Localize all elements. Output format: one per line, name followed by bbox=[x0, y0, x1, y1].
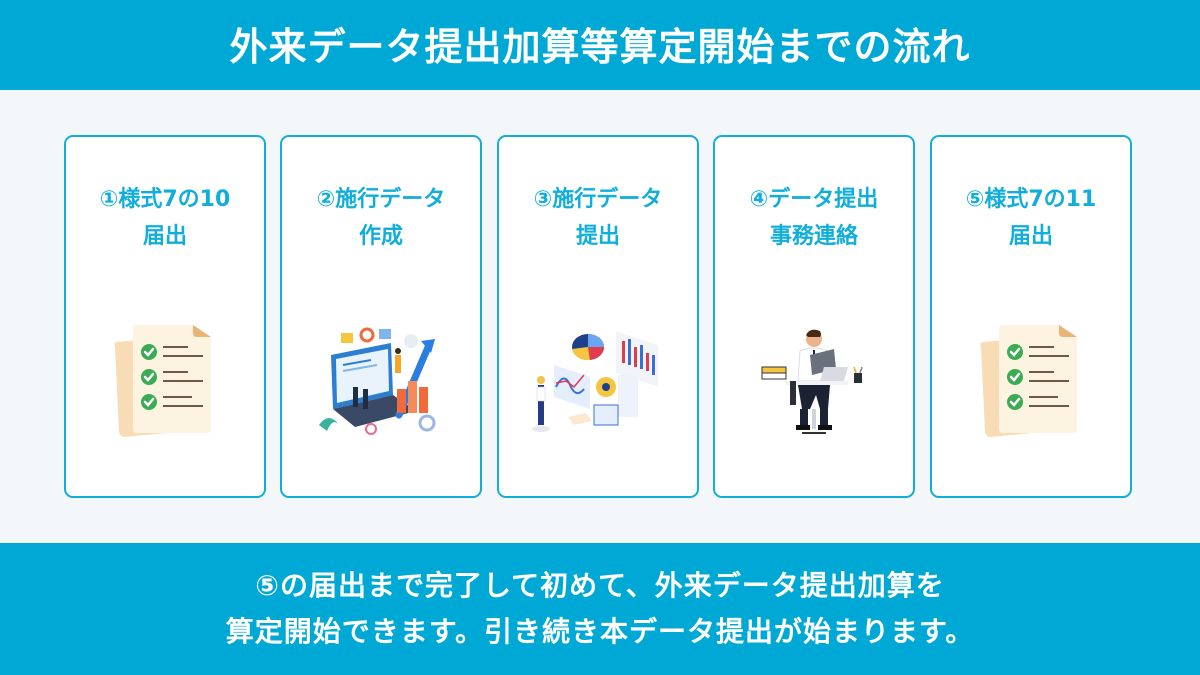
step-card-2: ②施行データ 作成 bbox=[280, 135, 482, 498]
footer-banner: ⑤の届出まで完了して初めて、外来データ提出加算を 算定開始できます。引き続き本デ… bbox=[0, 543, 1200, 675]
page-title: 外来データ提出加算等算定開始までの流れ bbox=[229, 24, 971, 69]
step-title: ①様式7の10 届出 bbox=[99, 187, 231, 249]
footer-note-line-1: ⑤の届出まで完了して初めて、外来データ提出加算を bbox=[255, 569, 945, 602]
step-card-1: ①様式7の10 届出 bbox=[64, 135, 266, 498]
step-card-3: ③施行データ 提出 bbox=[497, 135, 699, 498]
step-card-5: ⑤様式7の11 届出 bbox=[930, 135, 1132, 498]
footer-note-line-2: 算定開始できます。引き続き本データ提出が始まります。 bbox=[225, 615, 975, 648]
step-title: ⑤様式7の11 届出 bbox=[965, 187, 1097, 249]
step-title: ②施行データ 作成 bbox=[316, 187, 446, 249]
step-card-4: ④データ提出 事務連絡 bbox=[713, 135, 915, 498]
header-banner: 外来データ提出加算等算定開始までの流れ bbox=[0, 0, 1200, 90]
checklist-document-icon bbox=[980, 325, 1077, 437]
office-worker-desk-illustration bbox=[761, 329, 863, 434]
step-title: ③施行データ 提出 bbox=[533, 187, 663, 249]
step-title: ④データ提出 事務連絡 bbox=[749, 187, 879, 249]
data-analytics-laptop-illustration bbox=[319, 327, 436, 435]
data-submission-dashboard-illustration bbox=[532, 331, 658, 432]
checklist-document-icon bbox=[114, 325, 211, 437]
